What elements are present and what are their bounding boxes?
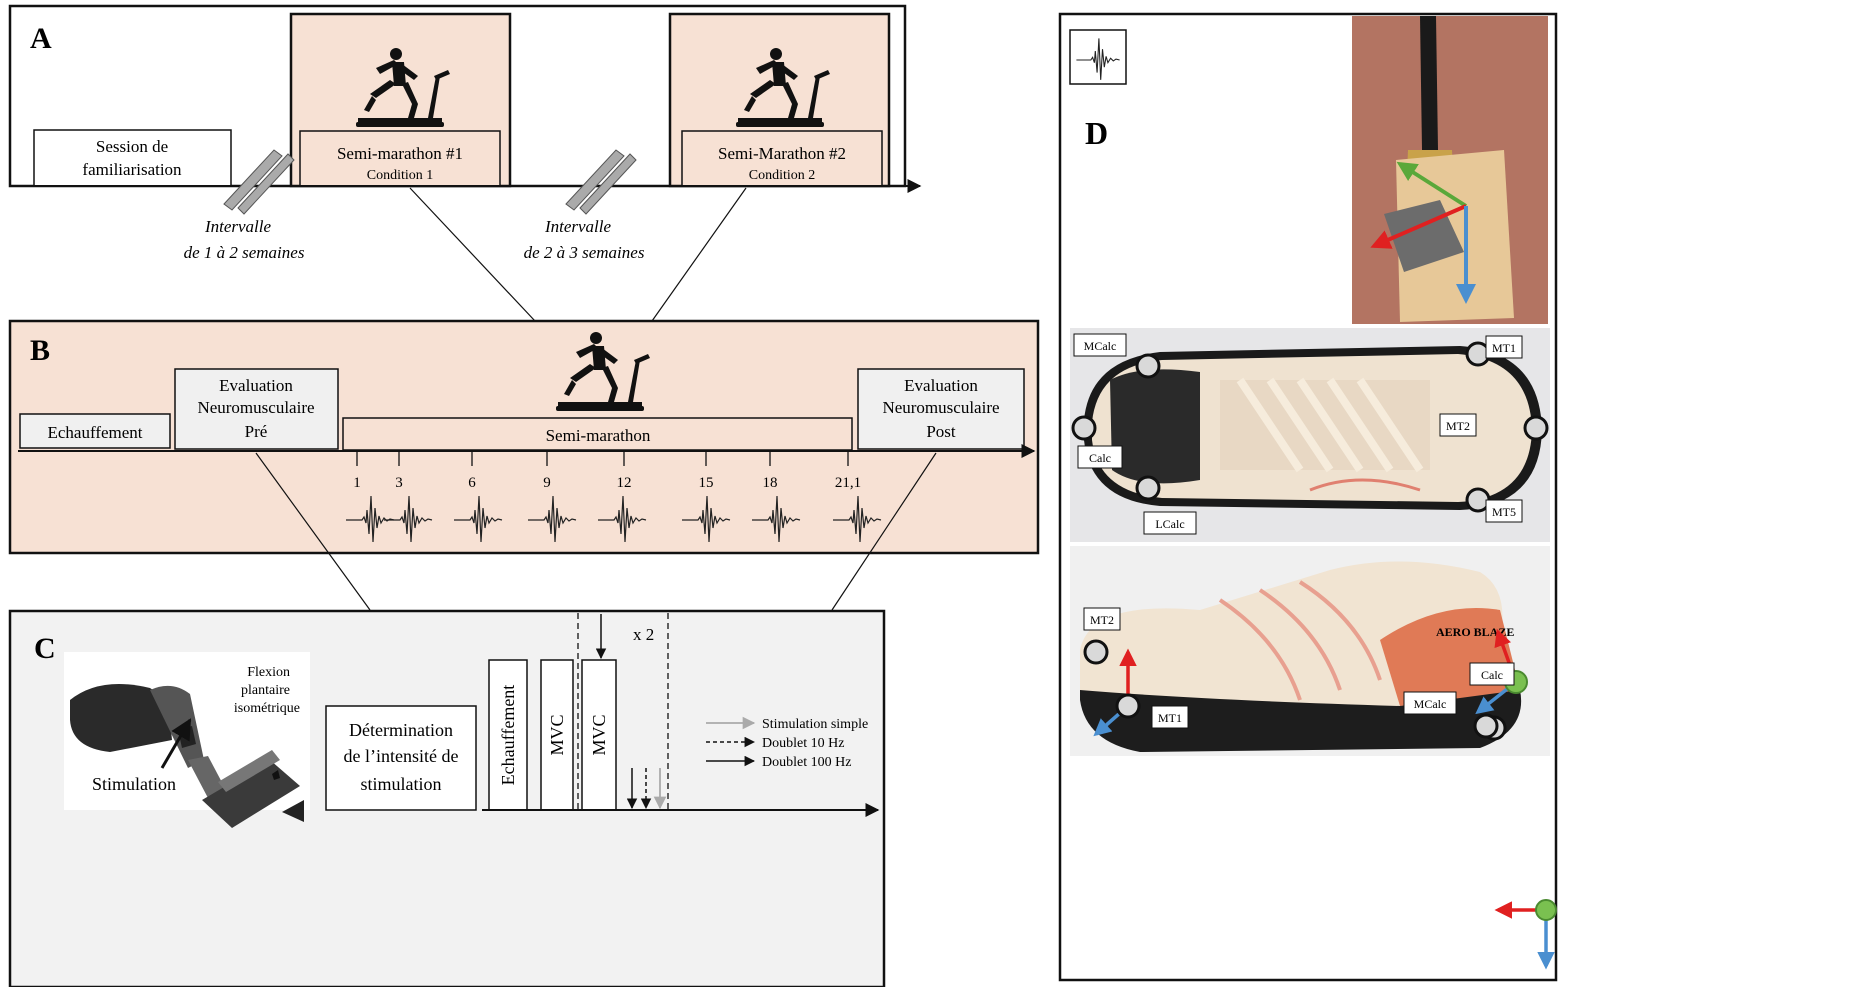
- panel-a-label: A: [30, 22, 52, 55]
- marker-dot: [1473, 713, 1499, 739]
- marker-label: MT5: [1492, 505, 1516, 519]
- km-label: 3: [395, 475, 403, 491]
- marker-dot: [1115, 693, 1141, 719]
- interval1-line2: de 1 à 2 semaines: [184, 243, 305, 262]
- timeline-break-mark: [223, 149, 295, 215]
- marker-label-box: [1073, 333, 1127, 357]
- marker-dot: [1135, 475, 1161, 501]
- determination-box: [325, 705, 477, 811]
- interval1-line1: Intervalle: [204, 217, 272, 236]
- semi-marathon-label: Semi-marathon: [546, 426, 651, 445]
- svg-text:Doublet 10 Hz: Doublet 10 Hz: [762, 736, 844, 751]
- marker-label-box: [1151, 705, 1189, 729]
- km-label: 9: [543, 475, 551, 491]
- km-label: 1: [353, 475, 361, 491]
- imu-sensor-photo: [1352, 16, 1548, 324]
- familiarisation-line2: familiarisation: [82, 160, 182, 179]
- svg-text:Doublet 100 Hz: Doublet 100 Hz: [762, 755, 851, 770]
- repeat-label: x 2: [633, 625, 654, 644]
- panel-c: C Flexion plantaire isométrique Stimulat…: [8, 609, 886, 987]
- sm1-condition: Condition 1: [367, 168, 434, 183]
- svg-text:Neuromusculaire: Neuromusculaire: [197, 398, 314, 417]
- svg-text:Evaluation: Evaluation: [219, 376, 293, 395]
- sm2-title: Semi-Marathon #2: [718, 144, 846, 163]
- pre-eval-box: [174, 368, 339, 450]
- marker-label-box: [1469, 662, 1515, 686]
- marker-label: MT1: [1158, 711, 1182, 725]
- shoe-brand: AERO BLAZE: [1436, 625, 1514, 639]
- marker-label: MT1: [1492, 341, 1516, 355]
- svg-text:plantaire: plantaire: [241, 683, 290, 698]
- marker-label: MCalc: [1414, 697, 1447, 711]
- marker-dot: [1135, 353, 1161, 379]
- marker-label-box: [1077, 445, 1123, 469]
- global-axes-icon: [1494, 899, 1557, 970]
- warmup-box: [19, 413, 171, 449]
- familiarisation-box: [33, 129, 232, 187]
- marker-label: Calc: [1481, 668, 1503, 682]
- sm2-condition: Condition 2: [749, 168, 816, 183]
- marker-label-box: [1083, 607, 1121, 631]
- interval2-line2: de 2 à 3 semaines: [524, 243, 645, 262]
- svg-text:Stimulation simple: Stimulation simple: [762, 717, 868, 732]
- panel-d-label: D: [1085, 115, 1108, 151]
- stimulation-legend: Stimulation simple Doublet 10 Hz Doublet…: [706, 716, 868, 770]
- marker-label: MT2: [1446, 419, 1470, 433]
- panel-a: A Session de familiarisation Semi-marath…: [8, 4, 922, 322]
- svg-text:Post: Post: [926, 422, 956, 441]
- svg-text:MVC: MVC: [589, 714, 609, 755]
- marker-label-box: [1485, 499, 1523, 523]
- panel-c-label: C: [34, 632, 56, 665]
- marker-label-box: [1439, 413, 1477, 437]
- km-label: 15: [699, 475, 714, 491]
- marker-dot: [1523, 415, 1549, 441]
- panel-b: B Echauffement Evaluation Neuromusculair…: [8, 319, 1040, 611]
- panel-b-label: B: [30, 334, 50, 367]
- marker-label: MT2: [1090, 613, 1114, 627]
- mvc-box-2: [581, 659, 617, 811]
- svg-text:Evaluation: Evaluation: [904, 376, 978, 395]
- marker-label-box: [1403, 691, 1457, 715]
- marker-label-box: [1143, 511, 1197, 535]
- marker-label: Calc: [1089, 451, 1111, 465]
- post-eval-box: [857, 368, 1025, 450]
- warmup-label: Echauffement: [47, 423, 142, 442]
- svg-text:de l’intensité de: de l’intensité de: [344, 746, 459, 766]
- svg-text:isométrique: isométrique: [234, 701, 300, 716]
- timeline-break-mark: [565, 149, 637, 215]
- interval2-line1: Intervalle: [544, 217, 612, 236]
- marker-label: LCalc: [1155, 517, 1184, 531]
- svg-text:Echauffement: Echauffement: [498, 685, 518, 786]
- km-label: 18: [763, 475, 778, 491]
- marker-label-box: [1485, 335, 1523, 359]
- sm2-box: [681, 130, 883, 187]
- sm1-title: Semi-marathon #1: [337, 144, 463, 163]
- marker-dot: [1071, 415, 1097, 441]
- marker-dot: [1083, 639, 1109, 665]
- mvc-box-1: [540, 659, 574, 811]
- km-marks: 1 3 6 9 12 15 18 21,1: [345, 451, 882, 543]
- svg-text:Flexion: Flexion: [247, 665, 290, 680]
- svg-text:Pré: Pré: [245, 422, 268, 441]
- km-label: 6: [468, 475, 476, 491]
- svg-text:MVC: MVC: [547, 714, 567, 755]
- ergometer-illustration: [64, 652, 310, 828]
- svg-text:Neuromusculaire: Neuromusculaire: [882, 398, 999, 417]
- stimulation-label: Stimulation: [92, 774, 176, 794]
- familiarisation-line1: Session de: [96, 137, 168, 156]
- marker-label: MCalc: [1084, 339, 1117, 353]
- svg-text:Détermination: Détermination: [349, 720, 453, 740]
- km-label: 12: [617, 475, 632, 491]
- svg-text:stimulation: stimulation: [361, 774, 442, 794]
- km-label: 21,1: [835, 475, 861, 491]
